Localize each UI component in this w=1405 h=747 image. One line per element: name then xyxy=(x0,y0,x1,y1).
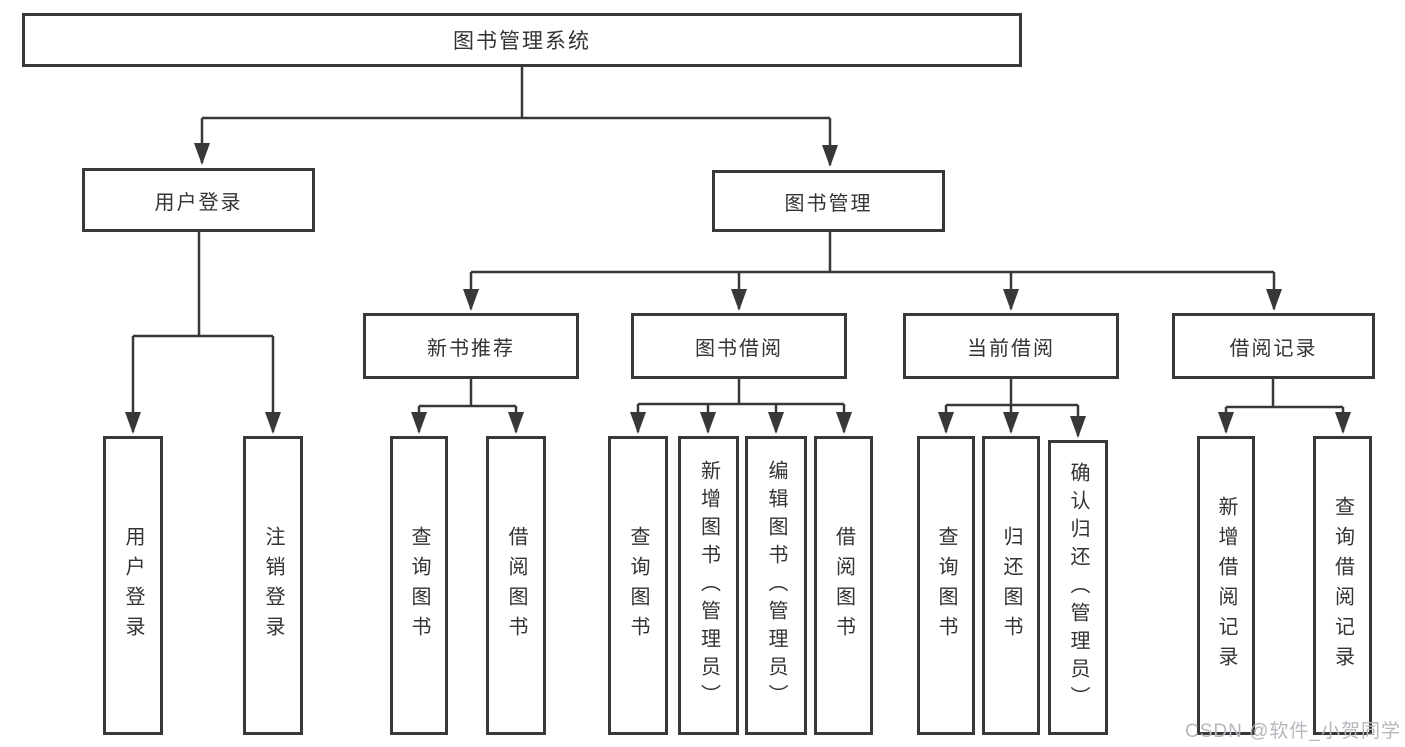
leaf-return-books: 归还图书 xyxy=(982,436,1040,735)
leaf-query-books-current: 查询图书 xyxy=(917,436,975,735)
node-current-borrowing: 当前借阅 xyxy=(903,313,1119,379)
leaf-add-books-admin: 新增图书（管理员） xyxy=(678,436,739,735)
leaf-borrow-books-borrowing: 借阅图书 xyxy=(814,436,873,735)
node-new-book-recommend: 新书推荐 xyxy=(363,313,579,379)
connector-user-login xyxy=(125,232,281,434)
node-library-management-system: 图书管理系统 xyxy=(22,13,1022,67)
node-book-management: 图书管理 xyxy=(712,170,945,232)
node-book-borrowing: 图书借阅 xyxy=(631,313,847,379)
connector-new-book-recommend xyxy=(411,379,524,434)
leaf-query-borrow-record: 查询借阅记录 xyxy=(1313,436,1372,735)
leaf-user-login: 用户登录 xyxy=(103,436,163,735)
connector-current-borrowing xyxy=(938,379,1086,438)
leaf-logout: 注销登录 xyxy=(243,436,303,735)
connector-borrowing-records xyxy=(1218,379,1351,434)
node-borrowing-records: 借阅记录 xyxy=(1172,313,1375,379)
csdn-watermark: CSDN @软件_小贺同学 xyxy=(1185,721,1401,742)
leaf-query-books-borrowing: 查询图书 xyxy=(608,436,668,735)
connector-book-borrowing xyxy=(630,379,852,434)
connector-root xyxy=(194,66,838,167)
leaf-confirm-return-admin: 确认归还（管理员） xyxy=(1048,440,1108,735)
leaf-add-borrow-record: 新增借阅记录 xyxy=(1197,436,1255,735)
leaf-query-books-recommend: 查询图书 xyxy=(390,436,448,735)
connector-book-management xyxy=(463,232,1282,311)
leaf-borrow-books-recommend: 借阅图书 xyxy=(486,436,546,735)
node-user-login: 用户登录 xyxy=(82,168,315,232)
leaf-edit-books-admin: 编辑图书（管理员） xyxy=(745,436,807,735)
